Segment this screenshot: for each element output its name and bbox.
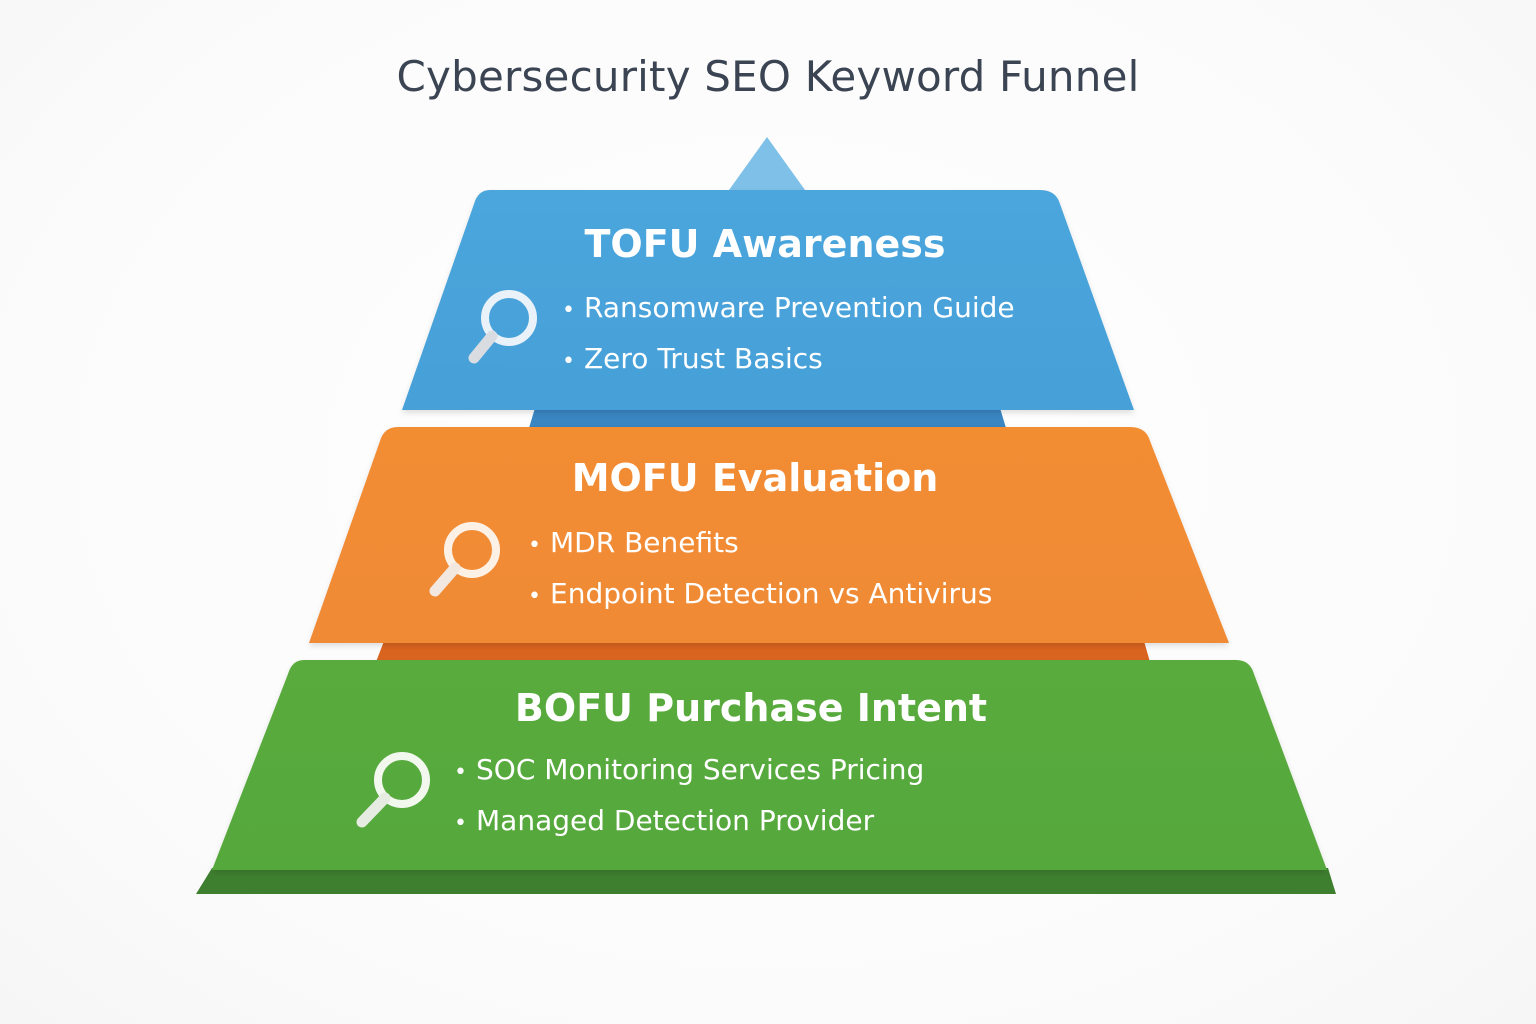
tofu-title: TOFU Awareness xyxy=(584,222,946,266)
bofu-tier-shape xyxy=(212,660,1327,870)
list-item: •MDR Benefits xyxy=(528,526,739,559)
mofu-bofu-connector xyxy=(376,641,1150,662)
keyword-text: MDR Benefits xyxy=(550,526,739,559)
keyword-text: Managed Detection Provider xyxy=(476,804,875,837)
list-item: •Ransomware Prevention Guide xyxy=(562,291,1015,324)
list-item: •Managed Detection Provider xyxy=(454,804,875,837)
bofu-keyword-list: •SOC Monitoring Services Pricing •Manage… xyxy=(454,744,924,846)
keyword-text: Ransomware Prevention Guide xyxy=(584,291,1015,324)
list-item: •Zero Trust Basics xyxy=(562,342,823,375)
tofu-keyword-list: •Ransomware Prevention Guide •Zero Trust… xyxy=(562,282,1015,384)
list-item: •SOC Monitoring Services Pricing xyxy=(454,753,925,786)
page-title: Cybersecurity SEO Keyword Funnel xyxy=(396,52,1140,101)
bofu-title: BOFU Purchase Intent xyxy=(514,686,988,730)
mofu-title: MOFU Evaluation xyxy=(571,456,939,500)
mofu-keyword-list: •MDR Benefits •Endpoint Detection vs Ant… xyxy=(528,517,992,619)
list-item: •Endpoint Detection vs Antivirus xyxy=(528,577,993,610)
tofu-mofu-connector xyxy=(529,408,1006,428)
keyword-text: Zero Trust Basics xyxy=(584,342,823,375)
mofu-tier-shape xyxy=(309,427,1229,643)
bofu-base xyxy=(196,868,1336,894)
magnifier-icon xyxy=(429,522,500,597)
funnel-apex xyxy=(729,137,805,190)
magnifier-icon xyxy=(356,752,430,828)
keyword-text: Endpoint Detection vs Antivirus xyxy=(550,577,993,610)
keyword-text: SOC Monitoring Services Pricing xyxy=(476,753,925,786)
magnifier-icon xyxy=(468,290,537,364)
tofu-tier-shape xyxy=(402,190,1134,410)
